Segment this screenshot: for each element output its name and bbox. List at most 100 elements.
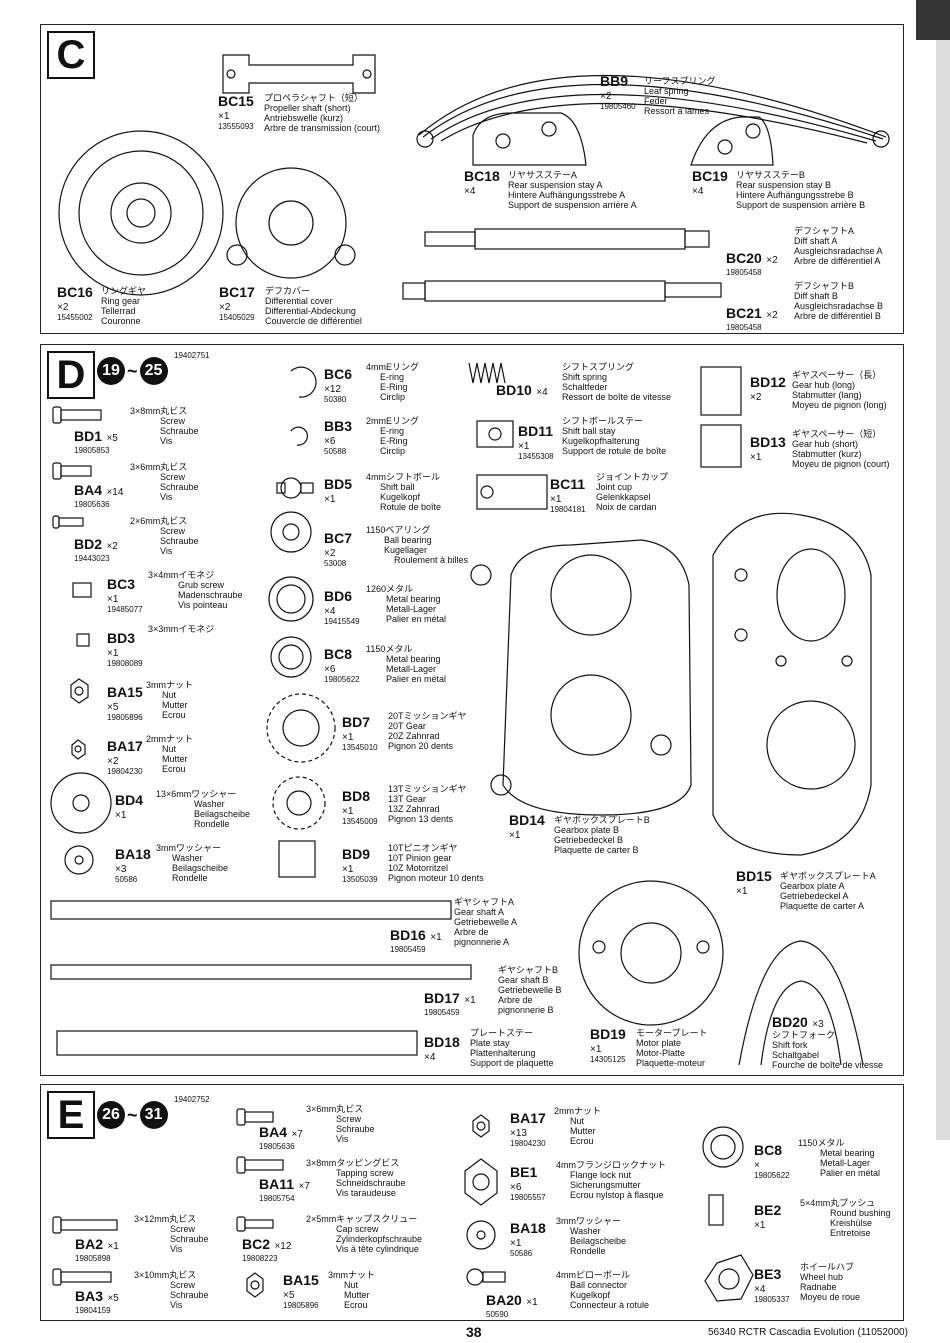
- section-letter: C: [47, 31, 95, 79]
- step-end: 25: [139, 357, 168, 385]
- section-id: 19402752: [174, 1095, 210, 1104]
- range-tilde: ~: [127, 1104, 138, 1125]
- part-bd10: BD10 ×4: [496, 382, 548, 398]
- page-edge-strip: [936, 40, 950, 1140]
- part-bd15: BD15×1: [736, 868, 772, 897]
- part-bd12: BD12×2: [750, 374, 786, 403]
- step-start: 26: [97, 1101, 125, 1129]
- part-bd13-names: ギヤスペーサー（短）Gear hub (short)Stabmutter (ku…: [792, 429, 890, 469]
- part-bd4: BD4×1: [115, 792, 144, 821]
- part-bd14: BD14×1: [509, 812, 545, 841]
- page-edge-tab: [916, 0, 950, 40]
- part-bc16: BC16 ×2 15455002: [57, 284, 93, 322]
- part-bd20: BD20 ×3: [772, 1014, 824, 1030]
- parts-illustration-c: [58, 54, 890, 302]
- part-be2: BE2×1: [754, 1202, 782, 1231]
- part-bc18: BC18 ×4: [464, 168, 500, 197]
- part-bc19: BC19 ×4: [692, 168, 728, 197]
- section-e: E 26~31 19402752: [40, 1084, 904, 1321]
- part-bd3-names: 3×3mmイモネジ: [148, 624, 215, 634]
- range-tilde: ~: [127, 360, 138, 381]
- section-c: C: [40, 24, 904, 334]
- step-range: 19~25: [97, 357, 168, 385]
- step-range: 26~31: [97, 1101, 168, 1129]
- step-start: 19: [97, 357, 125, 385]
- step-end: 31: [139, 1101, 168, 1129]
- parts-illustration-e: [52, 1108, 754, 1302]
- part-bc15: BC15 ×1 13555093: [218, 93, 254, 131]
- page-number: 38: [466, 1324, 482, 1340]
- part-bd18: BD18×4: [424, 1034, 460, 1063]
- part-bc17: BC17 ×2 15405029: [219, 284, 255, 322]
- section-letter: D: [47, 351, 95, 399]
- part-bd12-names: ギヤスペーサー（長）Gear hub (long)Stabmutter (lan…: [792, 370, 887, 410]
- section-id: 19402751: [174, 351, 210, 360]
- part-bb9: BB9 ×2 19805460: [600, 73, 636, 111]
- part-bd13: BD13×1: [750, 434, 786, 463]
- footer-model: 56340 RCTR Cascadia Evolution (11052000): [708, 1327, 908, 1338]
